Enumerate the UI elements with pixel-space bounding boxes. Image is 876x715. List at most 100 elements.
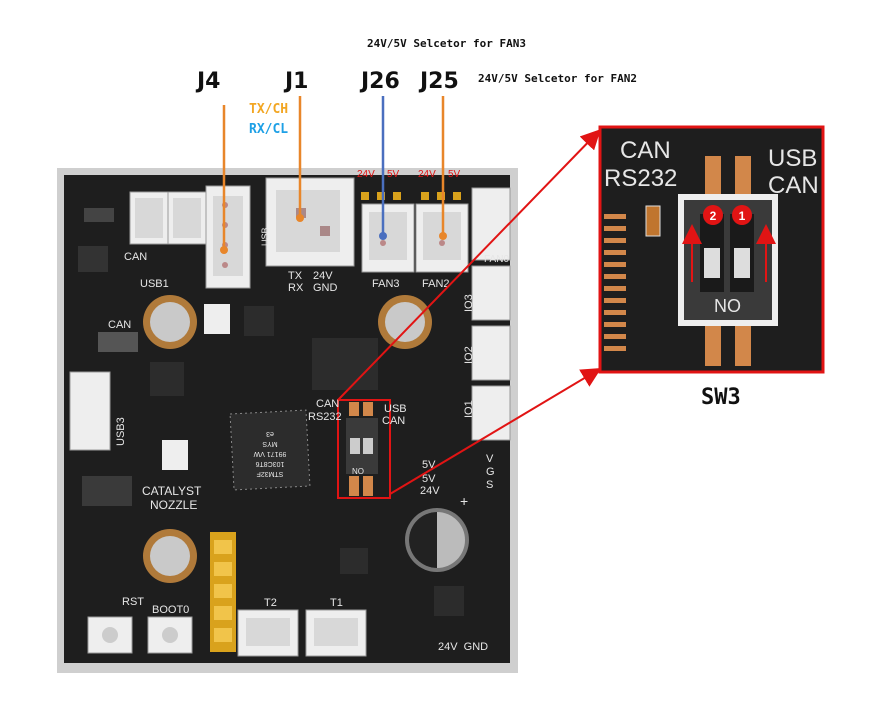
connector-label-j25: J25	[418, 69, 459, 94]
fan2-24v-label: 24V	[418, 169, 436, 180]
connector-label-j26: J26	[359, 69, 400, 94]
silk-5v-a: 5V	[422, 459, 436, 471]
mcu-chip: STM32F 103C8T6 99171 VW MYS e3	[229, 409, 311, 491]
zoom-can2-label: CAN	[768, 172, 819, 199]
fan3-5v-label: 5V	[387, 169, 400, 180]
silk-can-sw2: CAN	[382, 415, 405, 427]
sw3-title: SW3	[701, 385, 741, 410]
silk-fan3: FAN3	[372, 278, 400, 290]
mcu-text-line: STM32F	[257, 470, 284, 477]
silk-usb: USB	[260, 227, 270, 246]
connector-io3	[471, 265, 511, 321]
silk-s: S	[486, 479, 493, 491]
mosfet	[340, 548, 368, 574]
silk-io2: IO2	[463, 346, 475, 364]
silk-t2: T2	[264, 597, 277, 609]
silk-rst: RST	[122, 596, 144, 608]
jumper-pins	[361, 192, 461, 200]
sw3-highlight-box	[337, 399, 391, 499]
silk-io1: IO1	[463, 400, 475, 418]
connector-io1	[471, 385, 511, 441]
fan3-selector-caption: 24V/5V Selcetor for FAN3	[367, 37, 526, 50]
zoom-rs232-label: RS232	[604, 165, 677, 192]
silk-24v: 24V	[313, 270, 333, 282]
silk-t1: T1	[330, 597, 343, 609]
silk-tx: TX	[288, 270, 303, 282]
j26-callout-dot	[379, 232, 387, 240]
zoom-no-label: NO	[714, 296, 741, 316]
connector-fan0	[471, 187, 511, 261]
connector-j4	[205, 185, 251, 289]
mounting-hole-bl	[143, 529, 197, 583]
boot0-button	[147, 616, 193, 654]
zoom-usb-label: USB	[768, 145, 817, 172]
fan2-5v-label: 5V	[448, 169, 461, 180]
crystal	[204, 304, 230, 334]
ic-small	[244, 306, 274, 336]
can-jumper	[98, 332, 138, 352]
diode	[84, 208, 114, 222]
fan2-selector-caption: 24V/5V Selcetor for FAN2	[478, 72, 637, 85]
inductor	[82, 476, 132, 506]
silk-io3: IO3	[463, 294, 475, 312]
electrolytic-capacitor	[405, 508, 469, 572]
rx-label: RX/CL	[249, 122, 288, 137]
silk-5v-b: 5V	[422, 473, 436, 485]
sw3-zoom-panel	[598, 125, 825, 374]
silk-usb-sw: USB	[384, 403, 407, 415]
tx-label: TX/CH	[249, 102, 288, 117]
silk-g: G	[486, 466, 495, 478]
silk-catalyst: CATALYST	[142, 484, 202, 498]
silk-v: V	[486, 453, 494, 465]
silk-can-top: CAN	[124, 251, 147, 263]
silk-rx: RX	[288, 282, 304, 294]
crystal	[162, 440, 188, 470]
silk-24v-b: 24V	[420, 485, 440, 497]
switch-number-2: 2	[710, 209, 717, 223]
transceiver-chip	[312, 338, 378, 390]
zoom-can-label: CAN	[620, 137, 671, 164]
zoom-arrow-top	[337, 129, 601, 401]
mcu-text-line: 103C8T6	[255, 460, 284, 467]
mcu-text-line: MYS	[262, 440, 278, 447]
regulator	[78, 246, 108, 272]
mounting-hole-tl	[143, 295, 197, 349]
connector-usb3	[69, 371, 111, 451]
zoom-arrow-bottom	[389, 367, 602, 495]
j25-callout-dot	[439, 232, 447, 240]
connector-can-top	[129, 191, 169, 245]
switch-number-1: 1	[739, 209, 746, 223]
connector-label-j1: J1	[283, 69, 309, 94]
ic-small	[150, 362, 184, 396]
silk-plus: +	[460, 493, 468, 509]
silk-boot0: BOOT0	[152, 604, 189, 616]
j4-callout-dot	[220, 246, 228, 254]
connector-t2	[237, 609, 299, 657]
connector-t1	[305, 609, 367, 657]
mounting-hole-tr	[378, 295, 432, 349]
connector-j26	[361, 203, 415, 273]
mcu-text-line: e3	[266, 430, 274, 437]
connector-j1	[265, 177, 355, 267]
connector-label-j4: J4	[195, 69, 221, 94]
fan3-24v-label: 24V	[357, 169, 375, 180]
silk-no: NO	[352, 467, 364, 476]
board-dip-switch-sw3	[346, 402, 378, 496]
silk-can-mid: CAN	[108, 319, 131, 331]
rst-button	[87, 616, 133, 654]
mosfet	[434, 586, 464, 616]
silk-usb3: USB3	[115, 417, 127, 446]
pin-header	[210, 532, 236, 652]
silk-rs232-sw: RS232	[308, 411, 342, 423]
silk-can-sw: CAN	[316, 398, 339, 410]
silk-usb1: USB1	[140, 278, 169, 290]
mcu-text-line: 99171 VW	[253, 450, 286, 457]
silk-gnd: GND	[313, 282, 338, 294]
silk-fan2: FAN2	[422, 278, 450, 290]
connector-usb1-top	[167, 191, 207, 245]
silk-nozzle: NOZZLE	[150, 498, 197, 512]
j1-callout-dot	[296, 214, 304, 222]
silk-fan0: FAN0	[484, 254, 509, 265]
connector-io2	[471, 325, 511, 381]
